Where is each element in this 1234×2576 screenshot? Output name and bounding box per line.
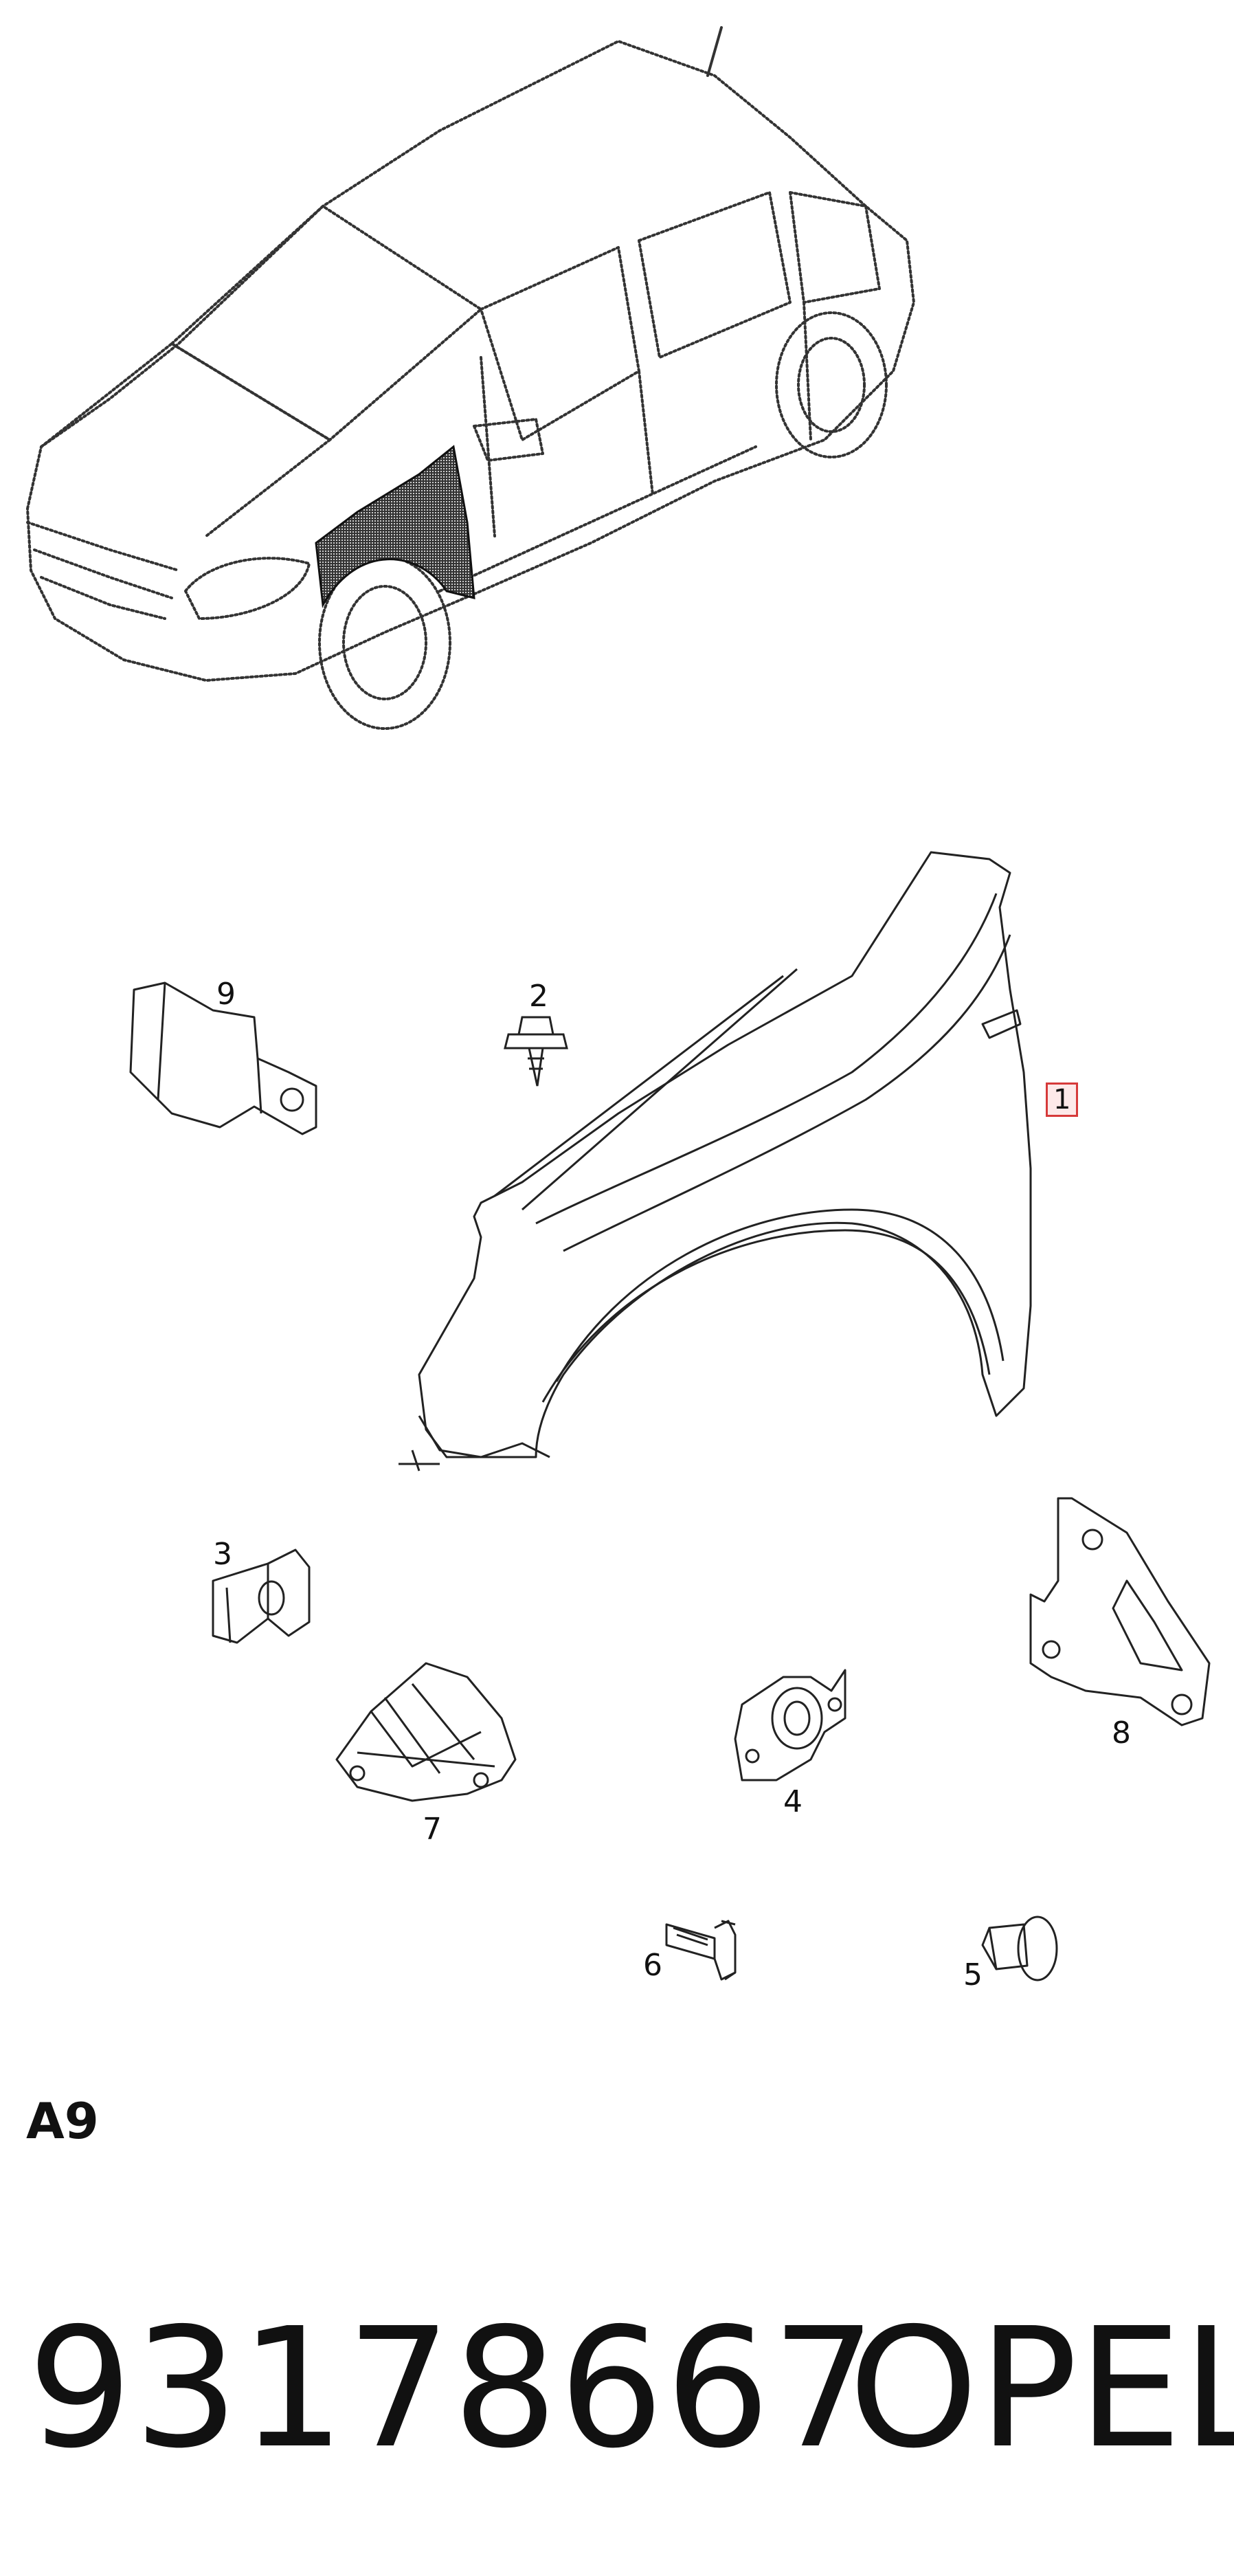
part-number: 93178667	[27, 2292, 878, 2485]
section-code: A9	[26, 2092, 99, 2150]
hinge-part-4	[734, 1669, 846, 1781]
callout-4[interactable]: 4	[783, 1784, 803, 1819]
car-overview-illustration	[26, 26, 915, 730]
callout-7[interactable]: 7	[423, 1812, 442, 1847]
bracket-part-9	[129, 981, 317, 1135]
callout-8[interactable]: 8	[1112, 1716, 1131, 1751]
callout-9[interactable]: 9	[216, 977, 236, 1012]
callout-6[interactable]: 6	[643, 1948, 662, 1983]
clip-part-3	[212, 1548, 311, 1644]
fender-highlight-region	[315, 445, 475, 608]
screw-part-2	[504, 1016, 568, 1087]
callout-1[interactable]: 1	[1046, 1082, 1079, 1117]
fender-part-1	[399, 851, 1032, 1472]
callout-3[interactable]: 3	[213, 1537, 232, 1572]
callout-2[interactable]: 2	[529, 979, 548, 1014]
brand-name: OPEL	[849, 2292, 1234, 2485]
callout-5[interactable]: 5	[963, 1957, 983, 1992]
bolt-part-6	[665, 1920, 737, 1981]
bracket-part-8	[1029, 1497, 1211, 1726]
support-part-7	[335, 1662, 517, 1802]
pin-part-5	[981, 1916, 1058, 1981]
